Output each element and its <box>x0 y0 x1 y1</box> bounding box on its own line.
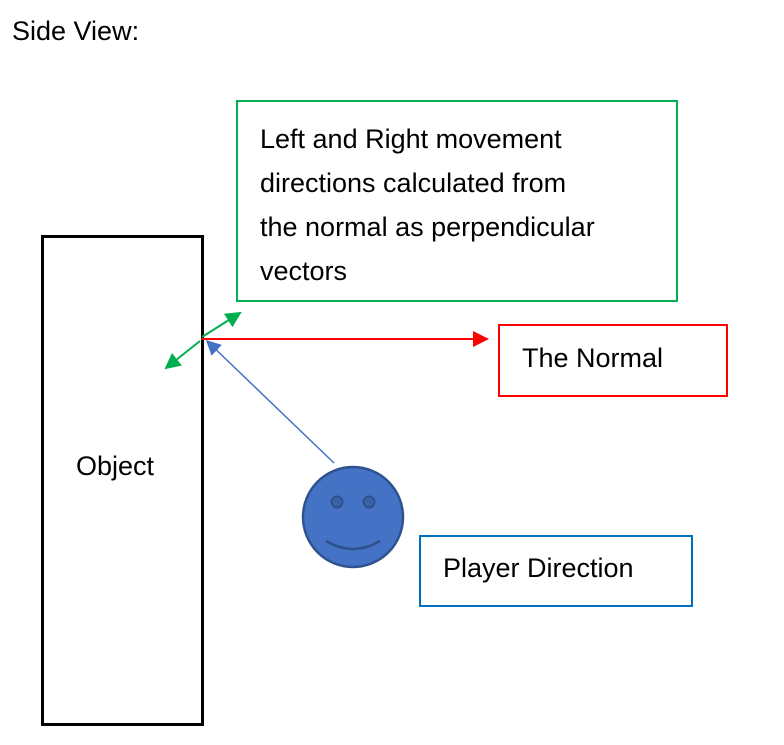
smiley-mouth <box>325 539 381 551</box>
page-title: Side View: <box>12 16 140 46</box>
player-direction-label: Player Direction <box>443 553 634 583</box>
perpendicular-note-line-3: the normal as perpendicular <box>260 212 595 242</box>
perpendicular-note-line-1: Left and Right movement <box>260 124 562 154</box>
perpendicular-note-line-4: vectors <box>260 256 348 286</box>
player-direction-arrow <box>205 339 335 464</box>
left-direction-arrow <box>164 340 201 370</box>
object-label: Object <box>76 451 155 481</box>
right-direction-arrow <box>201 311 242 338</box>
smiley-head <box>301 465 405 569</box>
smiley-right-eye <box>362 495 376 509</box>
smiley-left-eye <box>330 495 344 509</box>
player-direction-box <box>419 535 693 607</box>
smiley-face-icon <box>301 465 405 569</box>
perpendicular-note-text: Left and Right movement directions calcu… <box>260 117 670 293</box>
object-rectangle <box>41 235 204 726</box>
normal-label-box <box>498 324 728 397</box>
normal-label: The Normal <box>522 343 664 373</box>
perpendicular-note-box <box>236 100 678 302</box>
perpendicular-note-line-2: directions calculated from <box>260 168 567 198</box>
